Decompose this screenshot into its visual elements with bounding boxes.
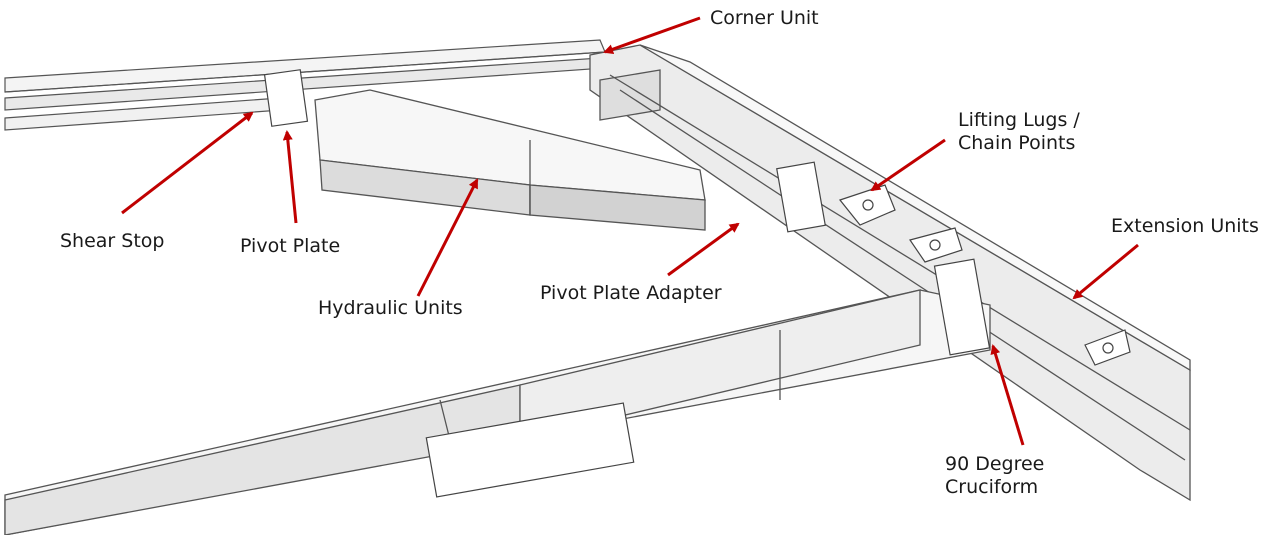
label-cruciform: 90 Degree Cruciform: [945, 453, 1045, 498]
arrow-extension-units: [1072, 243, 1139, 300]
arrow-pivot-plate-adapter: [667, 222, 740, 277]
label-pivot-plate-adapter: Pivot Plate Adapter: [540, 282, 722, 304]
label-hydraulic-units: Hydraulic Units: [318, 297, 463, 319]
lifting-lugs: [838, 184, 1131, 366]
arrow-pivot-plate: [282, 130, 298, 224]
extension-beam: [589, 44, 1191, 502]
arrow-corner-unit: [603, 16, 701, 55]
lower-front-beam: [4, 289, 991, 536]
arrow-shear-stop: [121, 111, 254, 215]
upper-left-rails: [4, 39, 606, 131]
leader-arrows: [121, 16, 1139, 446]
pivot-plates: [263, 69, 991, 498]
label-corner-unit: Corner Unit: [710, 7, 819, 29]
arrow-cruciform: [990, 344, 1025, 446]
arrow-hydraulic-units: [416, 178, 479, 297]
label-extension-units: Extension Units: [1111, 215, 1259, 237]
arrow-lifting-lugs: [870, 138, 946, 192]
hydraulic-unit-tube: [314, 89, 706, 231]
label-shear-stop: Shear Stop: [60, 230, 165, 252]
label-lifting-lugs: Lifting Lugs / Chain Points: [958, 109, 1080, 154]
label-pivot-plate: Pivot Plate: [240, 235, 341, 257]
